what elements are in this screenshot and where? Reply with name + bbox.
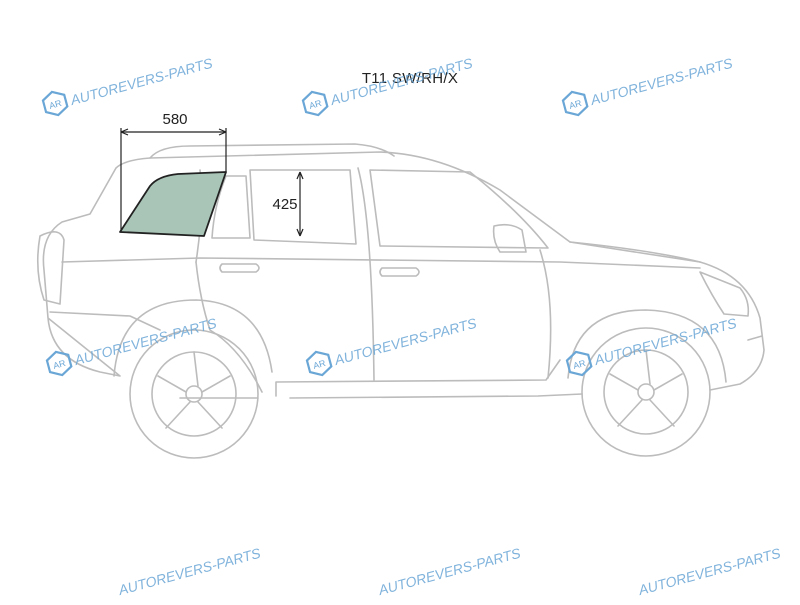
width-dimension-label: 580 bbox=[162, 111, 188, 128]
watermark-logo-text: AR bbox=[312, 358, 327, 371]
watermark-logo-icon: AR bbox=[561, 90, 589, 117]
diagram-title: T11 SW/RH/X bbox=[361, 70, 459, 87]
rear-wheel-arch bbox=[113, 299, 273, 377]
watermark-logo-text: AR bbox=[572, 358, 587, 371]
height-dimension-label: 425 bbox=[272, 196, 298, 213]
watermark-logo-icon: AR bbox=[45, 350, 73, 377]
roof-rail bbox=[149, 143, 395, 159]
watermark-logo-icon: AR bbox=[565, 350, 593, 377]
front-wheel-arch bbox=[567, 309, 727, 383]
watermark-logo-text: AR bbox=[48, 98, 63, 111]
watermark-logo-text: AR bbox=[52, 358, 67, 371]
dimension-lines bbox=[120, 128, 304, 237]
watermark-logo-icon: AR bbox=[41, 90, 69, 117]
watermark-logo-text: AR bbox=[568, 98, 583, 111]
watermark-logo-icon: AR bbox=[305, 350, 333, 377]
rear-wheel bbox=[129, 329, 259, 459]
watermark-logo-icon: AR bbox=[301, 90, 329, 117]
watermark-logo-text: AR bbox=[308, 98, 323, 111]
front-wheel bbox=[581, 327, 711, 457]
rear-side-glass bbox=[119, 171, 227, 237]
car-body-outline bbox=[42, 151, 765, 399]
